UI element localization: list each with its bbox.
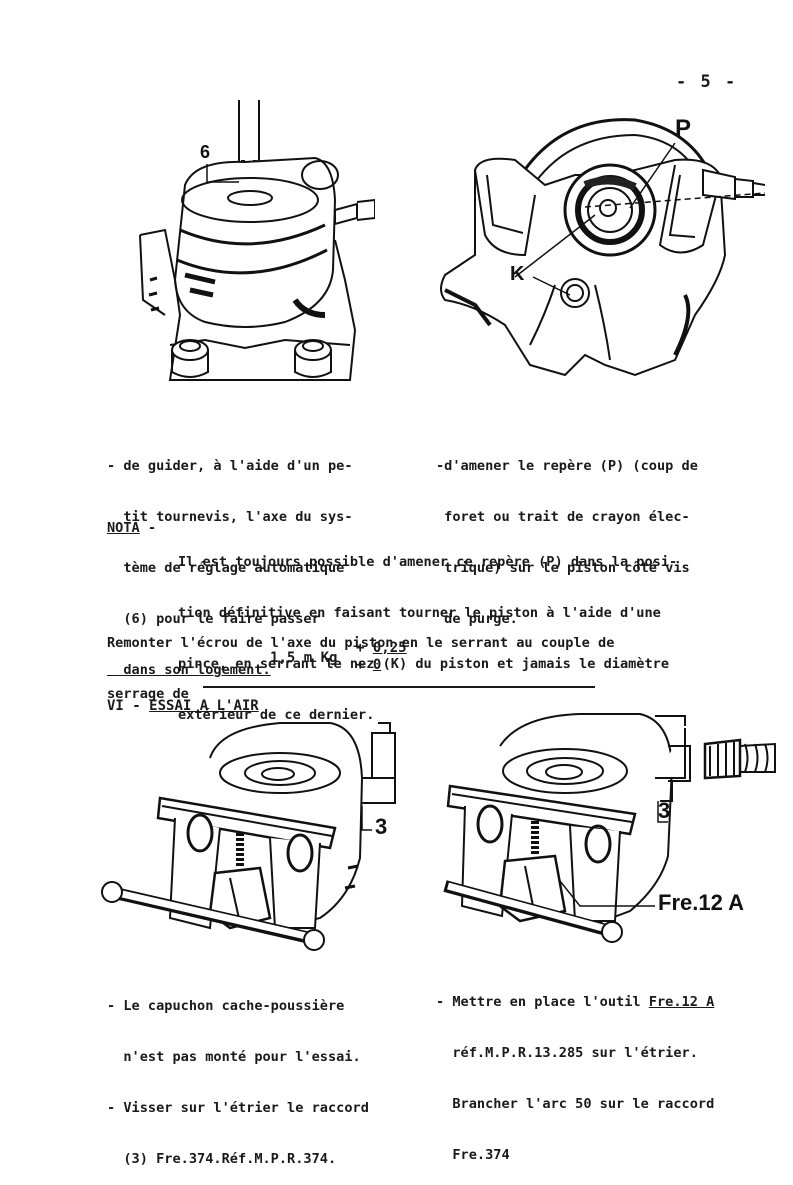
figure-label-p: P bbox=[675, 115, 692, 142]
tolerance-minus-value: 0 bbox=[372, 657, 382, 673]
text-line: extérieur de ce dernier. bbox=[178, 707, 375, 723]
text-line: Fre.374 bbox=[436, 1147, 510, 1163]
text-line: foret ou trait de crayon élec- bbox=[436, 509, 690, 525]
text-line: trique) sur le piston côté vis bbox=[436, 560, 690, 576]
caliper-piston-marks-illustration bbox=[440, 118, 766, 377]
figure-caliper-test-right: 3 Fre.12 A bbox=[440, 706, 780, 956]
text-fragment: - Mettre en place l'outil bbox=[436, 994, 649, 1010]
nota-label: NOTA - bbox=[107, 520, 156, 536]
torque-tolerance: + 0,25 + 0 bbox=[356, 640, 407, 674]
figure-caliper-test-left: 3 bbox=[100, 718, 420, 958]
tolerance-plus-value: 0,25 bbox=[372, 640, 407, 656]
torque-value: 1,5 m Kg bbox=[270, 650, 338, 666]
caliper-test-left-illustration bbox=[101, 722, 396, 951]
figure-label-3-right: 3 bbox=[658, 798, 671, 823]
nota-body: Il est toujours possible d'amener ce rep… bbox=[178, 520, 677, 741]
section-number: VI - bbox=[107, 698, 150, 714]
text-line: dans son logement. bbox=[107, 662, 271, 678]
tool-reference: Fre.12 A bbox=[648, 994, 715, 1010]
paragraph-align-mark: -d'amener le repère (P) (coup de foret o… bbox=[436, 424, 698, 645]
text-line: - de guider, à l'aide d'un pe- bbox=[107, 458, 353, 474]
paragraph-test-left: - Le capuchon cache-poussière n'est pas … bbox=[107, 964, 369, 1185]
text-line: Il est toujours possible d'amener ce rep… bbox=[178, 554, 678, 570]
page-number: - 5 - bbox=[676, 72, 738, 92]
text-line: serrage de bbox=[107, 686, 189, 702]
nota-heading: NOTA bbox=[107, 520, 140, 536]
paragraph-test-right: - Mettre en place l'outil Fre.12 A réf.M… bbox=[436, 960, 714, 1181]
text-line: -d'amener le repère (P) (coup de bbox=[436, 458, 698, 474]
text-line: de purge. bbox=[436, 611, 518, 627]
text-line: Brancher l'arc 50 sur le raccord bbox=[436, 1096, 715, 1112]
tolerance-minus-sign: + bbox=[356, 657, 373, 673]
text-line: - Le capuchon cache-poussière bbox=[107, 998, 345, 1014]
text-line: Remonter l'écrou de l'axe du piston en l… bbox=[107, 635, 615, 651]
figure-caliper-screwdriver: 6 bbox=[135, 100, 375, 390]
tolerance-plus-sign: + bbox=[356, 640, 373, 656]
figure-label-k: K bbox=[510, 263, 525, 285]
figure-label-3-left: 3 bbox=[375, 814, 388, 839]
text-line: n'est pas monté pour l'essai. bbox=[107, 1049, 361, 1065]
figure-label-6: 6 bbox=[200, 142, 211, 162]
text-line: tion définitive en faisant tourner le pi… bbox=[178, 605, 661, 621]
figure-caliper-piston-marks: P K bbox=[435, 115, 770, 395]
figure-label-tool: Fre.12 A bbox=[658, 890, 745, 915]
text-line: tit tournevis, l'axe du sys- bbox=[107, 509, 353, 525]
text-line: (3) Fre.374.Réf.M.P.R.374. bbox=[107, 1151, 337, 1167]
text-line: (6) pour le faire passer bbox=[107, 611, 320, 627]
section-divider bbox=[203, 686, 595, 688]
paragraph-guide-axis: - de guider, à l'aide d'un pe- tit tourn… bbox=[107, 424, 353, 696]
caliper-test-right-illustration bbox=[443, 713, 776, 943]
text-line: pince, en serrant le nez (K) du piston e… bbox=[178, 656, 670, 672]
text-line: - Visser sur l'étrier le raccord bbox=[107, 1100, 369, 1116]
nota-dash: - bbox=[139, 520, 157, 536]
section-heading: VI - ESSAI A L'AIR bbox=[107, 698, 259, 714]
text-line: réf.M.P.R.13.285 sur l'étrier. bbox=[436, 1045, 698, 1061]
text-line: - Mettre en place l'outil Fre.12 A bbox=[436, 994, 714, 1011]
section-title: ESSAI A L'AIR bbox=[149, 698, 259, 714]
text-line: tème de réglage automatique bbox=[107, 560, 345, 576]
paragraph-remonter: Remonter l'écrou de l'axe du piston en l… bbox=[107, 601, 614, 720]
caliper-screwdriver-illustration bbox=[139, 100, 375, 381]
